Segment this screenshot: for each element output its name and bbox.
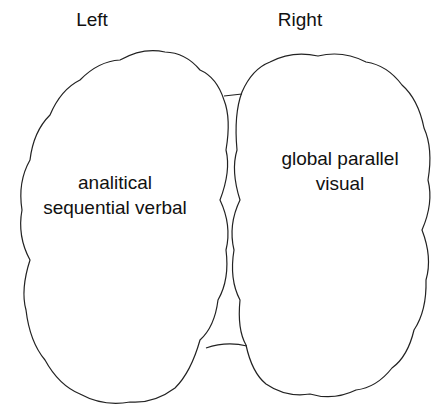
hemisphere-heading: Left	[76, 8, 108, 32]
brain-hemisphere: Left analitical sequential verbal	[8, 0, 236, 414]
hemisphere-functions: global parallel visual	[265, 146, 415, 196]
callosum-link	[224, 94, 242, 96]
hemisphere-outline	[226, 0, 444, 414]
brain-hemisphere: Right global parallel visual	[226, 0, 444, 414]
hemisphere-path	[232, 54, 430, 397]
callosum-link	[206, 344, 247, 348]
hemisphere-path	[21, 51, 229, 404]
hemisphere-functions: analitical sequential verbal	[40, 170, 190, 220]
hemisphere-heading: Right	[278, 8, 322, 32]
